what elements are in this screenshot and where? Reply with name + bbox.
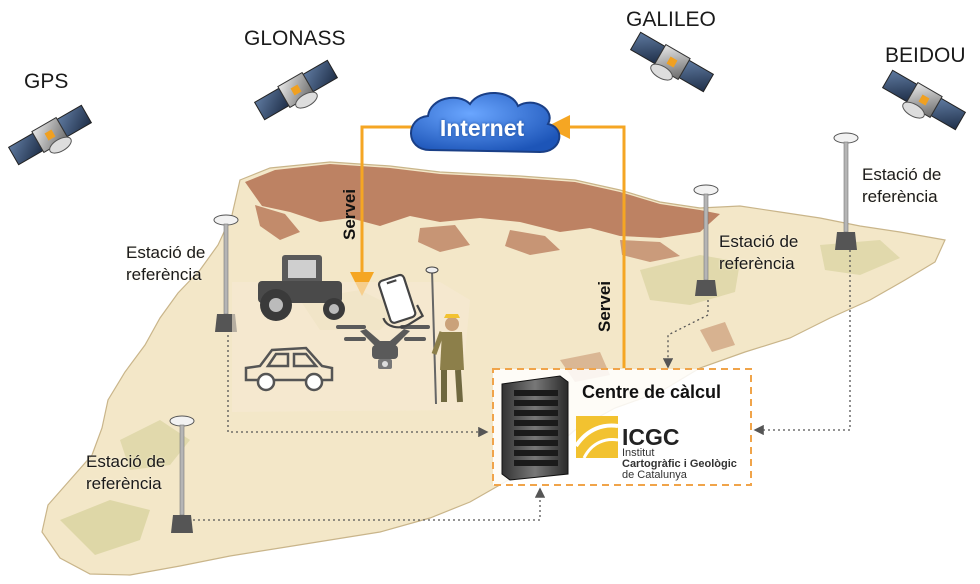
station-label-line: referència [86, 474, 162, 494]
drone-icon [336, 325, 430, 369]
tractor-icon [258, 255, 345, 321]
satellite-icon [881, 69, 967, 131]
icgc-logo-name: ICGC [622, 424, 680, 450]
station-label-southwest: Estació de referència [86, 451, 165, 495]
satellite-icon [629, 31, 715, 93]
station-label-line: Estació de [126, 243, 206, 262]
station-label-center-right: Estació de referència [719, 231, 798, 275]
centre-title: Centre de càlcul [582, 382, 722, 402]
gnss-antenna-icon [833, 132, 859, 250]
satellite-label-galileo: GALILEO [626, 8, 716, 31]
station-label-line: Estació de [862, 165, 942, 184]
surveyor-icon [425, 266, 464, 405]
station-label-line: referència [126, 265, 202, 285]
cloud-icon [410, 91, 561, 154]
station-label-line: Estació de [719, 232, 799, 251]
satellite-label-glonass: GLONASS [244, 27, 346, 50]
service-label-left: Servei [340, 188, 359, 240]
satellite-icon [253, 59, 339, 121]
satellite-label-gps: GPS [24, 70, 69, 93]
station-label-west: Estació de referència [126, 242, 205, 286]
station-label-far-right: Estació de referència [862, 164, 941, 208]
service-label-right: Servei [595, 280, 614, 332]
station-label-line: Estació de [86, 452, 166, 471]
icgc-logo-icon [574, 416, 619, 459]
satellite-label-beidou: BEIDOU [885, 44, 966, 67]
car-icon [244, 346, 334, 392]
service-arrows [350, 115, 626, 368]
gnss-antenna-icon [693, 184, 719, 296]
station-label-line: referència [719, 254, 795, 274]
gnss-antenna-icon [169, 415, 195, 533]
internet-label: Internet [439, 115, 525, 141]
server-rack-icon [501, 375, 569, 481]
gnss-antenna-icon [213, 214, 239, 332]
satellite-icon [7, 104, 93, 166]
icgc-logo-sub1: Institut [622, 447, 655, 459]
icgc-logo-sub3: de Catalunya [622, 469, 687, 481]
smartphone-icon [377, 273, 425, 329]
icgc-logo-sub2: Cartogràfic i Geològic [622, 458, 737, 470]
station-label-line: referència [862, 187, 938, 207]
